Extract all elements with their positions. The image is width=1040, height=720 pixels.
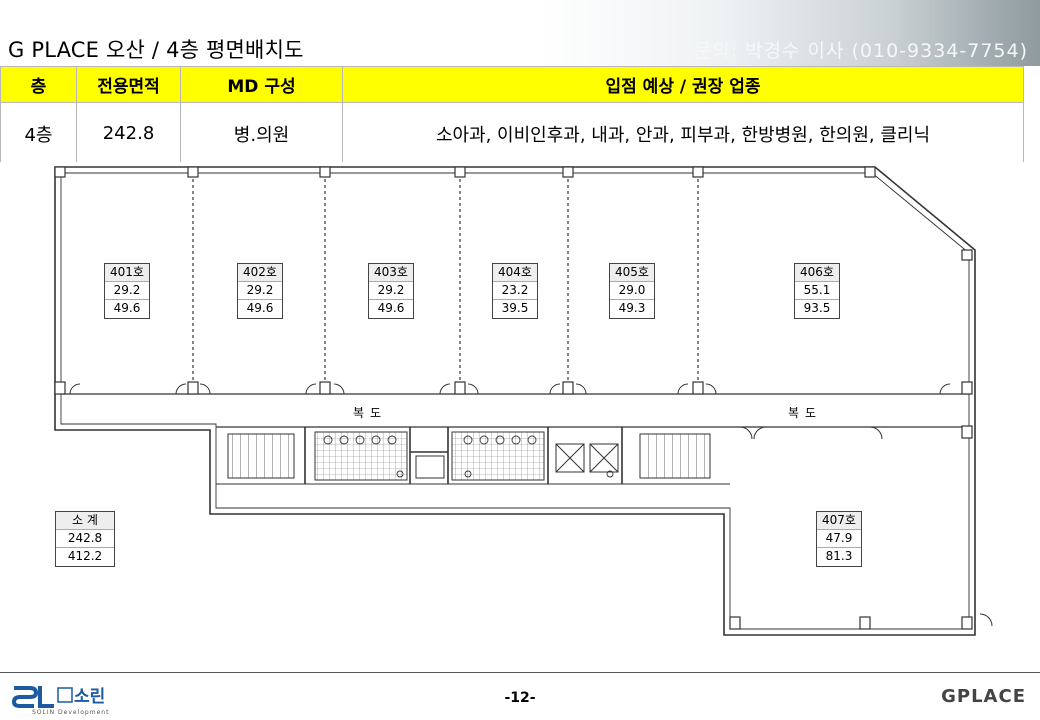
- unit-area-1: 23.2: [493, 282, 537, 300]
- contact-info: 문의: 박경수 이사 (010-9334-7754): [693, 40, 1028, 62]
- unit-area-2: 93.5: [803, 301, 831, 315]
- unit-area-1: 29.2: [238, 282, 282, 300]
- cell-floor: 4층: [0, 102, 77, 165]
- unit-406: 406호 55.1 93.5: [794, 263, 840, 319]
- unit-area-2: 49.6: [113, 301, 141, 315]
- unit-area-1: 29.2: [369, 282, 413, 300]
- cell-md: 병.의원: [180, 102, 343, 165]
- unit-area-1: 29.0: [610, 282, 654, 300]
- slide-title: G PLACE 오산 / 4층 평면배치도: [8, 38, 304, 62]
- unit-label: 403호: [369, 264, 413, 282]
- unit-label: 401호: [105, 264, 149, 282]
- spec-table-header-row: 층 전용면적 MD 구성 입점 예상 / 권장 업종: [0, 66, 1024, 103]
- subtotal-label: 소 계: [56, 512, 114, 530]
- unit-area-2: 81.3: [825, 549, 853, 563]
- slide-header: G PLACE 오산 / 4층 평면배치도 문의: 박경수 이사 (010-93…: [0, 0, 1040, 66]
- corridor-label-left: 복도: [353, 406, 388, 420]
- table-row: 4층 242.8 병.의원 소아과, 이비인후과, 내과, 안과, 피부과, 한…: [0, 102, 1024, 165]
- col-md-header: MD 구성: [180, 66, 343, 103]
- subtotal-area-2: 412.2: [67, 549, 103, 563]
- unit-label: 405호: [610, 264, 654, 282]
- footer-divider: [0, 672, 1040, 673]
- cell-business: 소아과, 이비인후과, 내과, 안과, 피부과, 한방병원, 한의원, 클리닉: [342, 102, 1024, 165]
- unit-label: 407호: [817, 512, 861, 530]
- unit-area-2: 49.6: [246, 301, 274, 315]
- col-floor-header: 층: [0, 66, 77, 103]
- company-subtitle: SOLIN Development: [32, 709, 110, 716]
- unit-area-1: 29.2: [105, 282, 149, 300]
- solin-logo-icon: [11, 686, 73, 708]
- unit-area-1: 47.9: [817, 530, 861, 548]
- unit-404: 404호 23.2 39.5: [492, 263, 538, 319]
- col-business-header: 입점 예상 / 권장 업종: [342, 66, 1024, 103]
- unit-407: 407호 47.9 81.3: [816, 511, 862, 567]
- unit-area-2: 49.3: [618, 301, 646, 315]
- unit-403: 403호 29.2 49.6: [368, 263, 414, 319]
- unit-area-2: 39.5: [501, 301, 529, 315]
- unit-label: 402호: [238, 264, 282, 282]
- col-area-header: 전용면적: [76, 66, 181, 103]
- company-name: 소린: [74, 687, 106, 707]
- unit-405: 405호 29.0 49.3: [609, 263, 655, 319]
- subtotal-box: 소 계 242.8 412.2: [55, 511, 115, 567]
- corridor-label-right: 복도: [788, 406, 823, 420]
- unit-401: 401호 29.2 49.6: [104, 263, 150, 319]
- unit-area-2: 49.6: [377, 301, 405, 315]
- page-number: -12-: [504, 690, 536, 706]
- floor-plan: 401호 29.2 49.6 402호 29.2 49.6 403호 29.2 …: [0, 162, 1040, 662]
- cell-area: 242.8: [76, 102, 181, 165]
- subtotal-area-1: 242.8: [56, 530, 114, 548]
- gplace-logo: GPLACE: [941, 686, 1026, 707]
- unit-label: 404호: [493, 264, 537, 282]
- unit-label: 406호: [795, 264, 839, 282]
- unit-402: 402호 29.2 49.6: [237, 263, 283, 319]
- solin-logo: 소린 SOLIN Development: [10, 680, 122, 718]
- spec-table: 층 전용면적 MD 구성 입점 예상 / 권장 업종 4층 242.8 병.의원…: [0, 66, 1024, 165]
- floor-plan-drawing: [54, 166, 993, 636]
- unit-area-1: 55.1: [795, 282, 839, 300]
